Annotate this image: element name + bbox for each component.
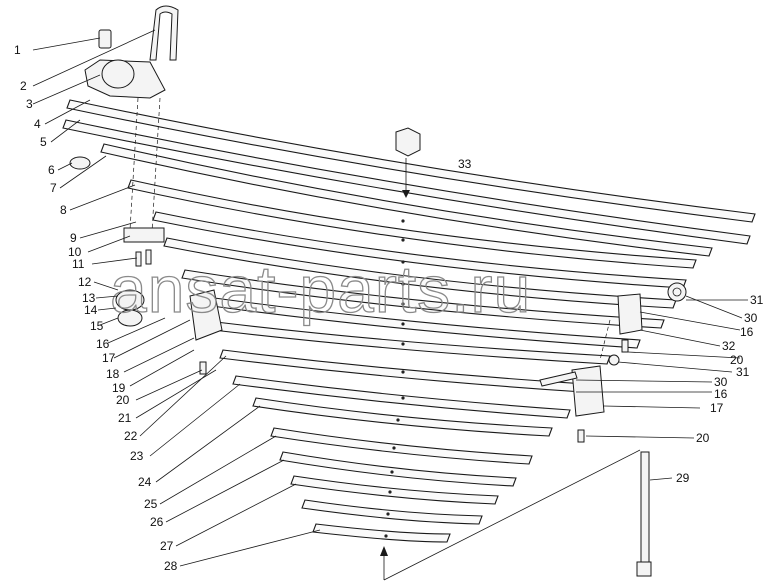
callout-22: 22 bbox=[124, 429, 138, 443]
callout-15: 15 bbox=[90, 319, 104, 333]
clamp-17-right bbox=[571, 365, 605, 417]
leaf-spring-7 bbox=[100, 143, 713, 257]
leaf-spring-23 bbox=[232, 375, 571, 419]
clamp-17-upper-right bbox=[617, 293, 643, 335]
leaf-spring-13 bbox=[212, 321, 611, 365]
callouts-left: 1 2 3 4 5 6 7 8 9 10 11 12 13 14 15 16 1… bbox=[14, 43, 178, 573]
callout-1: 1 bbox=[14, 43, 21, 57]
washer-31 bbox=[667, 282, 687, 302]
leader-lines bbox=[32, 29, 748, 567]
bolt-1 bbox=[98, 29, 112, 49]
callout-16-a: 16 bbox=[740, 325, 754, 339]
callout-27: 27 bbox=[160, 539, 174, 553]
leaf-spring-28 bbox=[301, 499, 483, 525]
leaf-spring-26 bbox=[279, 451, 517, 487]
callout-6: 6 bbox=[48, 163, 55, 177]
callout-5: 5 bbox=[40, 135, 47, 149]
left-hardware bbox=[115, 227, 223, 375]
callout-14: 14 bbox=[84, 303, 98, 317]
leaf-spring-8 bbox=[127, 179, 697, 269]
callout-12: 12 bbox=[78, 275, 92, 289]
callout-11: 11 bbox=[72, 257, 85, 271]
dashed-guide-left bbox=[129, 97, 161, 233]
callout-13: 13 bbox=[82, 291, 96, 305]
callout-30-a: 30 bbox=[744, 311, 758, 325]
callout-10: 10 bbox=[68, 245, 82, 259]
callout-25: 25 bbox=[144, 497, 158, 511]
center-bolt-29-head bbox=[636, 561, 652, 577]
pin-11a bbox=[135, 251, 142, 267]
callout-17: 17 bbox=[102, 351, 116, 365]
callout-28: 28 bbox=[164, 559, 178, 573]
callout-24: 24 bbox=[138, 475, 152, 489]
callout-7: 7 bbox=[50, 181, 57, 195]
callout-30-b: 30 bbox=[714, 375, 728, 389]
nut-33 bbox=[395, 127, 421, 157]
callout-16-b: 16 bbox=[714, 387, 728, 401]
callout-26: 26 bbox=[150, 515, 164, 529]
leaf-spring-4 bbox=[66, 99, 756, 223]
leaf-spring-25 bbox=[270, 427, 533, 465]
leaf-spring-24 bbox=[252, 397, 553, 437]
bolt-20-upper-right bbox=[621, 339, 629, 353]
callout-16: 16 bbox=[96, 337, 110, 351]
leaf-spring-12 bbox=[196, 295, 641, 349]
callout-2: 2 bbox=[20, 79, 27, 93]
clamp-17-left bbox=[189, 289, 223, 341]
right-hardware bbox=[380, 127, 687, 581]
callouts-right: 29 33 31 30 16 32 20 31 30 16 17 20 bbox=[458, 157, 764, 485]
callout-20: 20 bbox=[116, 393, 130, 407]
callout-18: 18 bbox=[106, 367, 120, 381]
center-bolt-29 bbox=[640, 451, 650, 563]
callout-8: 8 bbox=[60, 203, 67, 217]
leaf-spring-11 bbox=[181, 269, 665, 329]
leaf-spring-27 bbox=[290, 475, 499, 505]
pin-11b bbox=[145, 249, 152, 265]
nut-31-right bbox=[608, 354, 620, 366]
u-bolt-2 bbox=[149, 5, 179, 61]
callout-19: 19 bbox=[112, 381, 126, 395]
center-holes bbox=[384, 219, 405, 538]
bolt-20-left bbox=[199, 361, 207, 375]
leaf-pack bbox=[62, 99, 756, 543]
callout-33: 33 bbox=[458, 157, 472, 171]
plate-10 bbox=[123, 227, 165, 243]
callout-20-a: 20 bbox=[730, 353, 744, 367]
callout-3: 3 bbox=[26, 97, 33, 111]
watermark-text: ansat-parts.ru bbox=[110, 252, 531, 326]
leaf-spring-5 bbox=[62, 119, 751, 245]
callout-4: 4 bbox=[34, 117, 41, 131]
bushing-3 bbox=[101, 59, 135, 89]
top-hardware bbox=[69, 5, 611, 361]
callout-21: 21 bbox=[118, 411, 132, 425]
leaf-spring-29 bbox=[312, 523, 451, 543]
pad-6 bbox=[69, 156, 91, 170]
bolt-30-right bbox=[539, 371, 578, 387]
callout-31-a: 31 bbox=[750, 293, 764, 307]
bolt-20-right bbox=[577, 429, 585, 443]
arrow-28-head bbox=[380, 546, 388, 556]
callout-31-b: 31 bbox=[736, 365, 750, 379]
arrow-33-head bbox=[402, 190, 410, 198]
callout-9: 9 bbox=[70, 231, 77, 245]
callout-29: 29 bbox=[676, 471, 690, 485]
callout-17-right: 17 bbox=[710, 401, 724, 415]
callout-32: 32 bbox=[722, 339, 736, 353]
callout-23: 23 bbox=[130, 449, 144, 463]
callout-20-b: 20 bbox=[696, 431, 710, 445]
